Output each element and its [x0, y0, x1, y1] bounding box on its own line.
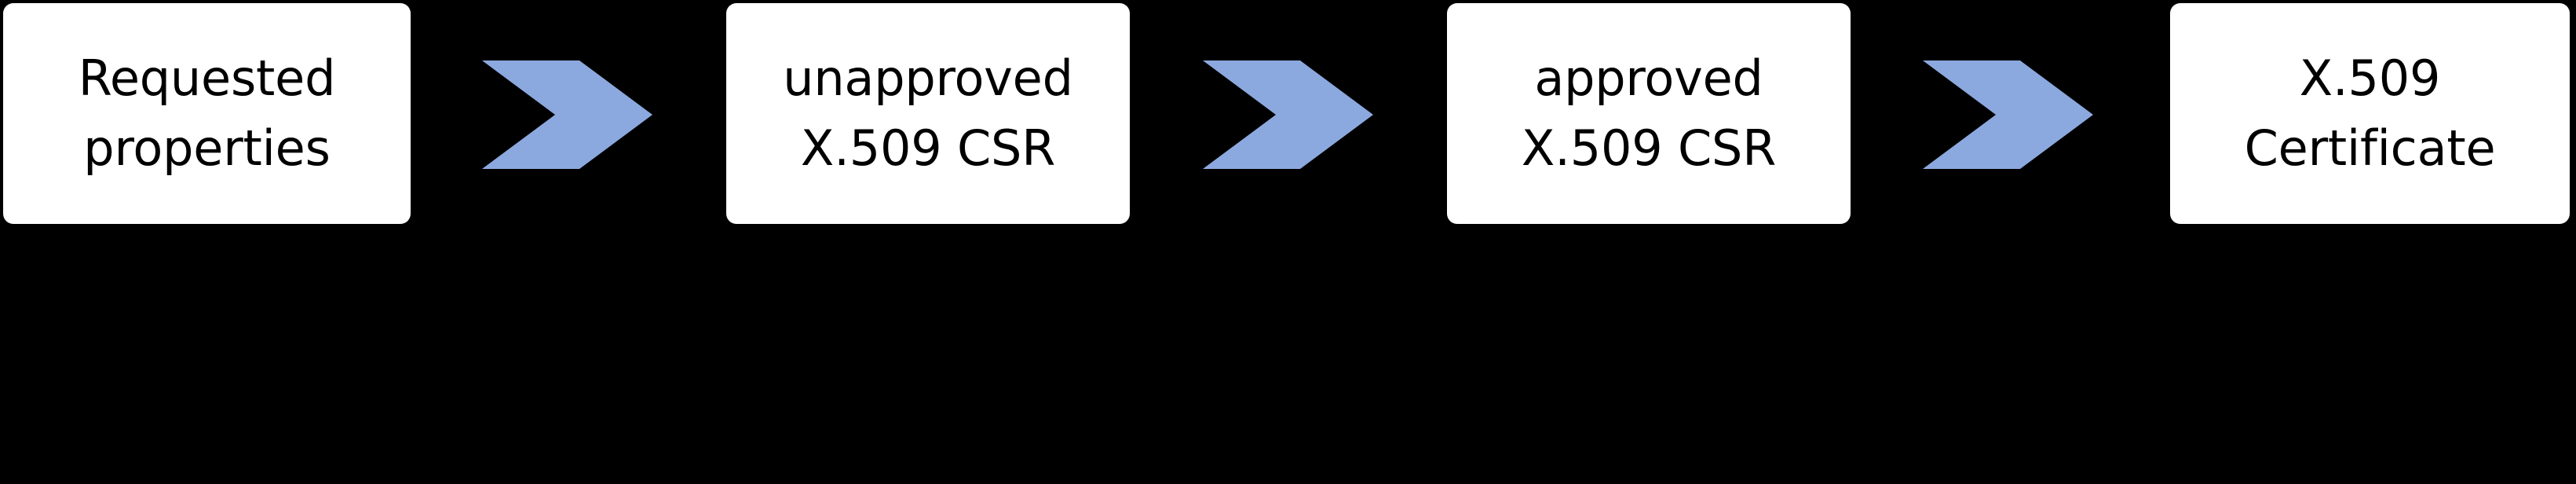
flow-node-label-line2: X.509 CSR [800, 119, 1056, 177]
flow-node-label-line1: unapproved [783, 50, 1073, 108]
flow-node-approved-csr[interactable]: approved X.509 CSR [1447, 3, 1851, 224]
flow-node-label-line2: X.509 CSR [1521, 119, 1777, 177]
flow-node-label-line1: Requested [78, 50, 336, 108]
flow-node-unapproved-csr[interactable]: unapproved X.509 CSR [726, 3, 1130, 224]
flow-node-label-line2: properties [83, 119, 331, 177]
flow-node-label-line1: approved [1534, 50, 1763, 108]
flow-node-x509-certificate[interactable]: X.509 Certificate [2170, 3, 2570, 224]
chevron-right-icon [1203, 60, 1373, 169]
flow-node-label-line1: X.509 [2299, 50, 2441, 108]
flow-node-label-line2: Certificate [2244, 119, 2496, 177]
chevron-right-icon [1923, 60, 2093, 169]
flow-node-requested-properties[interactable]: Requested properties [3, 3, 411, 224]
chevron-right-icon [482, 60, 652, 169]
